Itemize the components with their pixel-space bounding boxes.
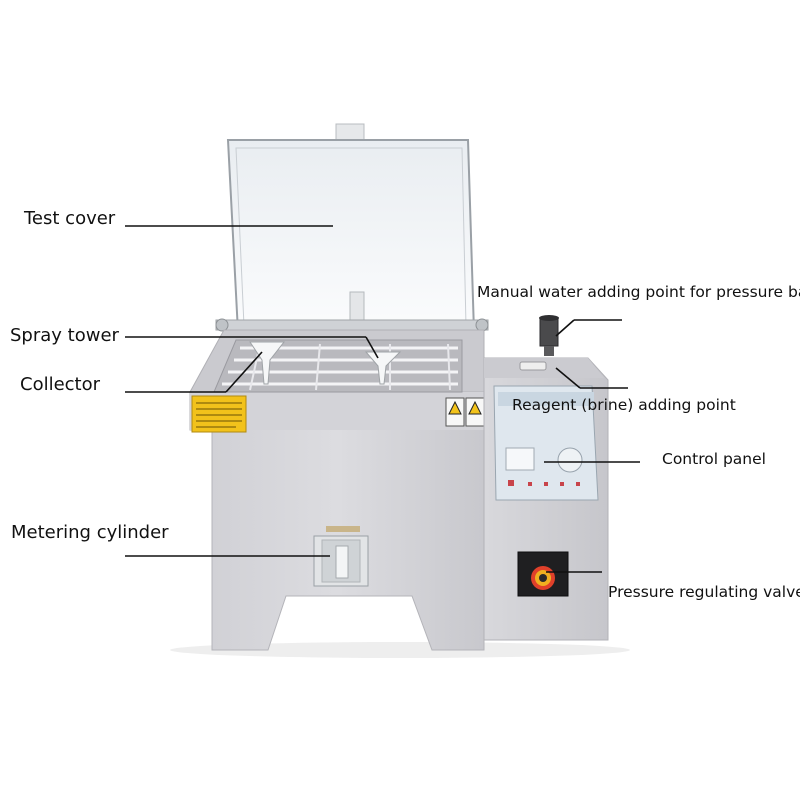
label-control-panel: Control panel <box>662 450 766 468</box>
leader-spray-tower-b <box>365 336 379 359</box>
label-test-cover: Test cover <box>24 208 116 229</box>
leader-water-a <box>555 319 575 337</box>
test-cover-lid <box>215 123 489 333</box>
label-spray-tower: Spray tower <box>10 325 119 346</box>
leader-reagent-a <box>555 367 581 389</box>
label-metering-cylinder: Metering cylinder <box>11 522 169 543</box>
label-manual-water-adding-point: Manual water adding point for pressure b… <box>477 283 800 301</box>
main-cabinet <box>189 329 485 651</box>
label-collector: Collector <box>20 374 101 395</box>
leader-lines <box>125 225 640 573</box>
floor-shadow <box>170 642 630 658</box>
leader-collector-b <box>225 351 263 393</box>
control-cabinet <box>483 315 609 641</box>
label-pressure-regulating-valve: Pressure regulating valve <box>608 583 800 601</box>
label-reagent-adding-point: Reagent (brine) adding point <box>512 396 736 414</box>
warning-sticker <box>191 395 247 433</box>
